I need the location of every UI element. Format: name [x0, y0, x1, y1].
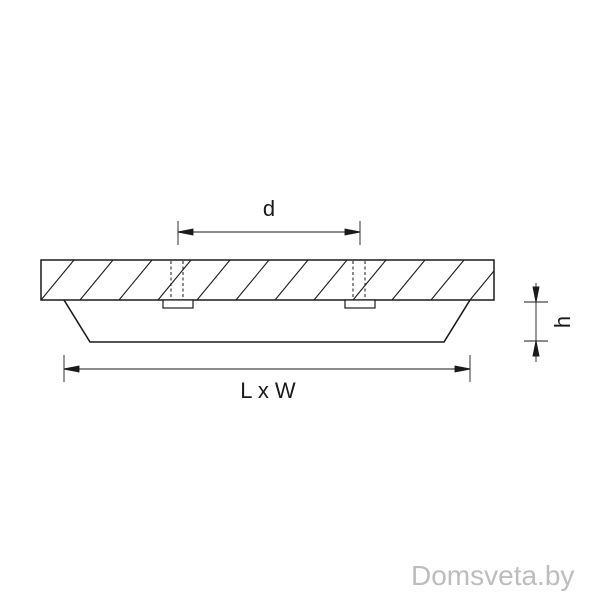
- lxw-label: L x W: [240, 378, 296, 403]
- lxw-dimension: [63, 355, 471, 382]
- ceiling-slab: [40, 259, 495, 301]
- mounting-brackets: [162, 299, 376, 309]
- watermark: Domsveta.by: [411, 560, 575, 591]
- hatching: [41, 260, 494, 300]
- lamp-body: [63, 299, 471, 343]
- d-dimension: [177, 221, 361, 245]
- h-dimension: [524, 283, 548, 362]
- d-label: d: [263, 196, 275, 221]
- mounting-holes: [170, 261, 366, 299]
- h-label: h: [550, 316, 575, 328]
